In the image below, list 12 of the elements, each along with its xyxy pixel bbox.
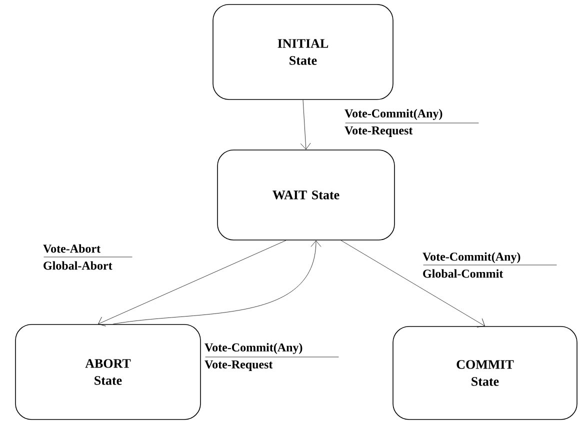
arrow [98, 240, 286, 326]
state-box: WAIT State [217, 150, 395, 240]
arrow [300, 100, 311, 150]
state-box: INITIAL State [212, 4, 394, 100]
edge-label: Vote-Abort Global-Abort [43, 244, 112, 270]
edge-label: Vote-Commit(Any) Vote-Request [344, 109, 442, 137]
edge-label: Vote-Commit(Any) Vote-Request [204, 343, 302, 371]
edge-label: Vote-Commit(Any) Global-Commit [422, 252, 520, 278]
arrow [112, 240, 322, 324]
state-box: ABORT State [15, 324, 201, 420]
arrow [340, 240, 485, 328]
state-box: COMMIT State [392, 326, 578, 420]
